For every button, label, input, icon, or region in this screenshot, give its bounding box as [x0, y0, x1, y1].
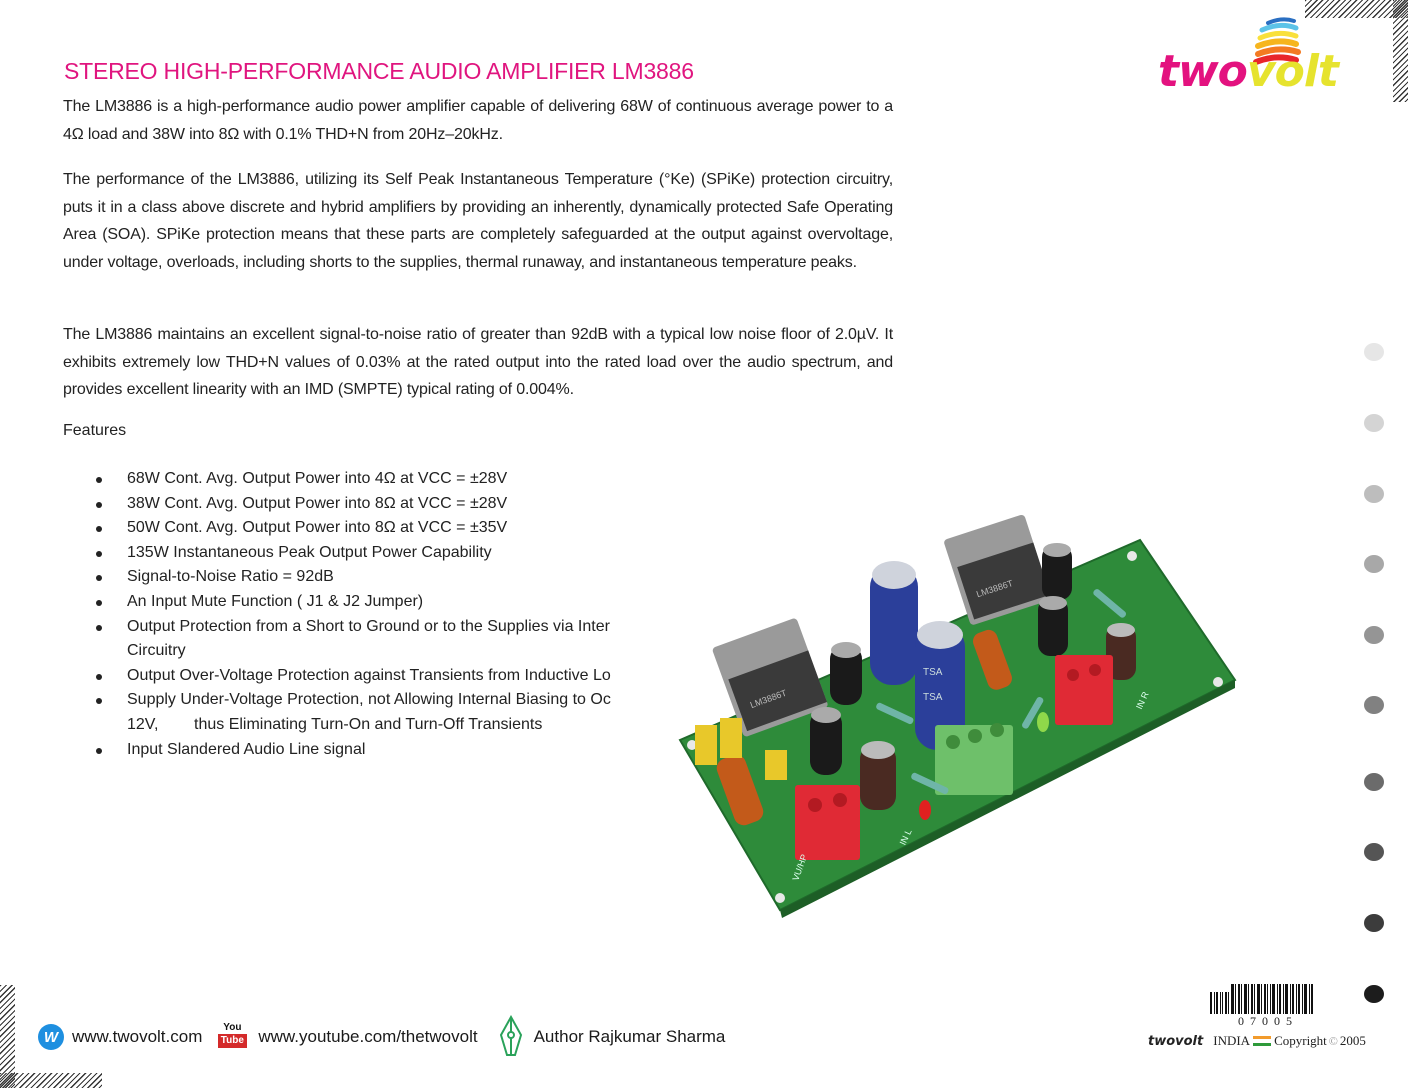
feature-text: 68W Cont. Avg. Output Power into 4Ω at V… [127, 470, 508, 487]
youtube-link[interactable]: You Tube www.youtube.com/thetwovolt [216, 1022, 478, 1052]
bullet-icon [96, 575, 102, 582]
bullet-icon [96, 526, 102, 533]
logo-word-two: two [1158, 46, 1248, 97]
bullet-icon [96, 624, 102, 631]
features-heading: Features [63, 422, 127, 439]
bullet-icon [96, 477, 102, 483]
pen-nib-icon [499, 1015, 522, 1056]
website-globe-icon: W [38, 1024, 64, 1050]
side-dot [1364, 696, 1384, 714]
feature-item: Input Slandered Audio Line signal [92, 738, 672, 763]
feature-item: 50W Cont. Avg. Output Power into 8Ω at V… [92, 516, 672, 541]
amplifier-pcb-image: LM3886T LM3886T TSA TSA IN L IN R VU/HP [678, 514, 1237, 918]
barcode [1210, 984, 1332, 1014]
feature-text: 50W Cont. Avg. Output Power into 8Ω at V… [127, 519, 508, 537]
feature-text: Output Protection from a Short to Ground… [127, 617, 610, 660]
copyright-year: 2005 [1339, 1033, 1366, 1048]
bullet-icon [96, 599, 102, 606]
side-dot [1364, 985, 1384, 1003]
corner-hatch-bottom-left-vertical [0, 985, 15, 1088]
feature-text: Supply Under-Voltage Protection, not All… [127, 691, 611, 733]
corner-hatch-top-right-vertical [1393, 0, 1408, 102]
feature-item: Output Protection from a Short to Ground… [92, 615, 672, 664]
author-name: Author Rajkumar Sharma [533, 1027, 726, 1046]
side-dot [1364, 343, 1384, 361]
website-link[interactable]: W www.twovolt.com [38, 1024, 202, 1050]
feature-text: Output Over-Voltage Protection against T… [127, 666, 611, 684]
feature-text: 38W Cont. Avg. Output Power into 8Ω at V… [127, 494, 508, 512]
feature-item: 135W Instantaneous Peak Output Power Cap… [92, 541, 672, 566]
feature-text: 135W Instantaneous Peak Output Power Cap… [127, 543, 492, 561]
feature-item: 38W Cont. Avg. Output Power into 8Ω at V… [92, 492, 672, 517]
youtube-icon-tube: Tube [217, 1034, 247, 1048]
feature-item: Supply Under-Voltage Protection, not All… [92, 688, 672, 737]
feature-item: Signal-to-Noise Ratio = 92dB [92, 565, 672, 590]
barcode-number: 07005 [1238, 1014, 1298, 1028]
corner-hatch-bottom-left [0, 1073, 102, 1088]
logo-word-volt: volt [1246, 46, 1339, 97]
feature-item: 68W Cont. Avg. Output Power into 4Ω at V… [92, 467, 672, 492]
copyright-symbol: © [1328, 1033, 1338, 1048]
logo-wordmark: twovolt [1158, 50, 1339, 94]
feature-text: Input Slandered Audio Line signal [127, 740, 366, 758]
youtube-icon: You Tube [217, 1022, 247, 1052]
author-credit: Author Rajkumar Sharma [492, 1015, 726, 1059]
bullet-icon [96, 698, 102, 705]
side-dot [1364, 626, 1384, 644]
feature-text: An Input Mute Function ( J1 & J2 Jumper) [127, 592, 424, 610]
youtube-icon-you: You [223, 1022, 242, 1033]
feature-text: Signal-to-Noise Ratio = 92dB [127, 568, 334, 586]
side-dot [1364, 485, 1384, 503]
twovolt-swirl-logo-icon [1253, 17, 1301, 65]
noise-performance-paragraph: The LM3886 maintains an excellent signal… [63, 326, 893, 398]
bullet-icon [96, 747, 102, 754]
website-url[interactable]: www.twovolt.com [72, 1027, 203, 1046]
copyright-country: INDIA [1213, 1033, 1251, 1048]
feature-item: An Input Mute Function ( J1 & J2 Jumper) [92, 590, 672, 615]
features-list: 68W Cont. Avg. Output Power into 4Ω at V… [92, 467, 672, 762]
bullet-icon [96, 550, 102, 557]
svg-text:TSA: TSA [923, 692, 943, 703]
feature-item: Output Over-Voltage Protection against T… [92, 664, 672, 689]
svg-text:TSA: TSA [923, 667, 943, 678]
bullet-icon [96, 501, 102, 508]
bullet-icon [96, 673, 102, 680]
youtube-url[interactable]: www.youtube.com/thetwovolt [258, 1027, 478, 1046]
spike-protection-paragraph: The performance of the LM3886, utilizing… [63, 171, 893, 271]
footer-links: W www.twovolt.com You Tube www.youtube.c… [38, 1015, 739, 1056]
side-dot [1364, 555, 1384, 573]
copyright-brand: twovolt [1148, 1033, 1204, 1049]
side-dot [1364, 773, 1384, 791]
copyright-label: Copyright [1274, 1033, 1327, 1048]
twovolt-logo: twovolt [1158, 14, 1378, 94]
corner-hatch-top-right [1305, 0, 1408, 18]
india-flag-icon [1253, 1036, 1272, 1046]
copyright-line: twovolt INDIA Copyright © 2005 [1148, 1033, 1366, 1049]
intro-paragraph: The LM3886 is a high-performance audio p… [63, 98, 893, 143]
page-title: STEREO HIGH-PERFORMANCE AUDIO AMPLIFIER … [64, 58, 694, 84]
side-dot [1364, 914, 1384, 932]
side-dot [1364, 843, 1384, 861]
side-dot [1364, 414, 1384, 432]
